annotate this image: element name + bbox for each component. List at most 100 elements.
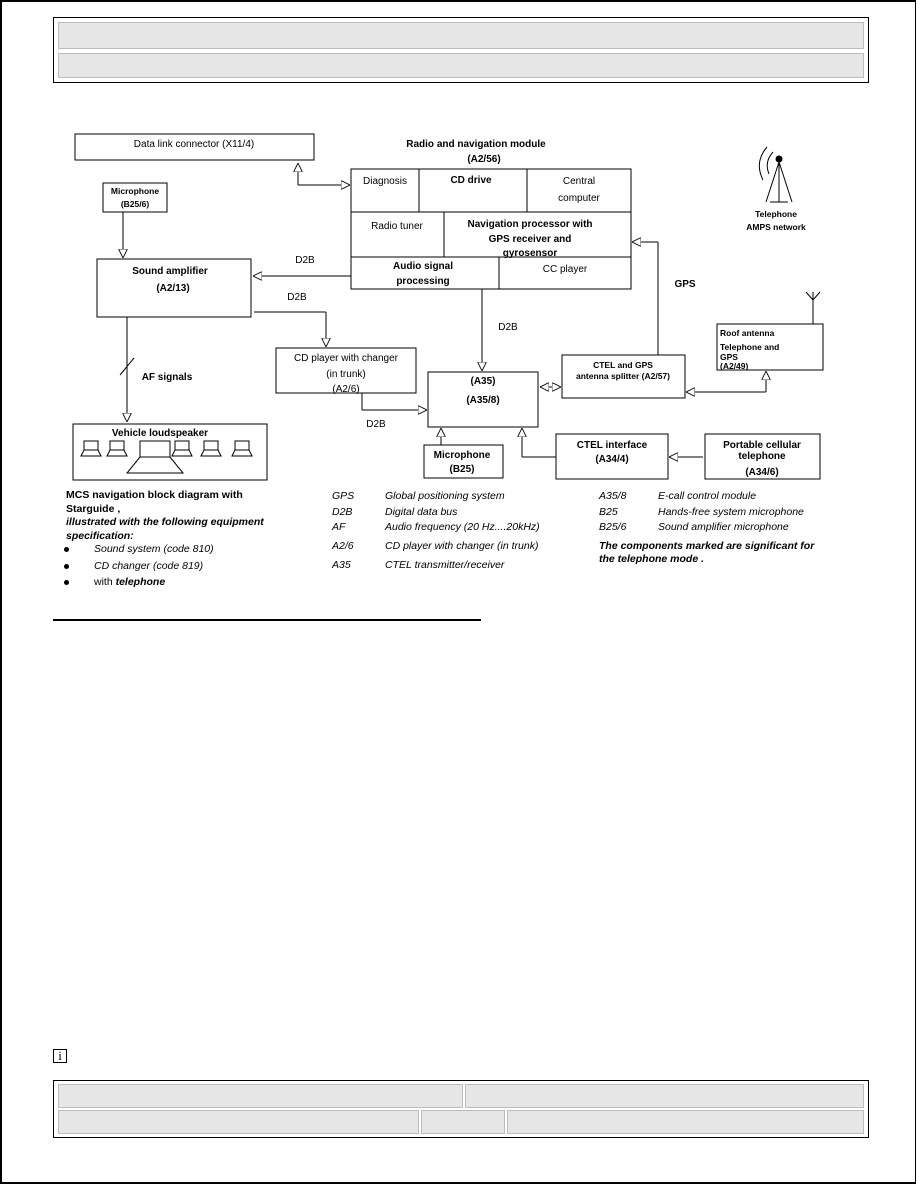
af-signals-label: AF signals bbox=[142, 372, 193, 383]
header-frame bbox=[53, 17, 869, 83]
legend-abbr: B25 bbox=[599, 506, 618, 518]
legend-desc: Hands-free system microphone bbox=[658, 506, 804, 518]
data-link-connector-label: Data link connector (X11/4) bbox=[134, 139, 254, 150]
mic-b25-box bbox=[423, 444, 504, 479]
radio-module-title: Radio and navigation module bbox=[406, 139, 546, 150]
legend-abbr: D2B bbox=[332, 506, 353, 518]
info-icon[interactable]: i bbox=[53, 1049, 67, 1063]
central-computer-label-1: Central bbox=[563, 176, 595, 187]
speaker-icon bbox=[125, 440, 185, 474]
portable-telephone-label-3: (A34/6) bbox=[745, 467, 778, 478]
mic-b25-label-1: Microphone bbox=[434, 450, 491, 461]
splitter-label-1: CTEL and GPS bbox=[593, 360, 653, 370]
splitter-label-2: antenna splitter (A2/57) bbox=[576, 371, 670, 381]
sound-amplifier-box bbox=[96, 258, 252, 318]
diagnosis-label: Diagnosis bbox=[363, 176, 407, 187]
ctel-interface-label-2: (A34/4) bbox=[595, 454, 628, 465]
cd-player-box bbox=[275, 347, 417, 394]
legend-abbr: A2/6 bbox=[332, 540, 354, 552]
nav-processor-label-3: gyrosensor bbox=[503, 248, 558, 259]
speaker-icon bbox=[231, 440, 253, 457]
cd-drive-box bbox=[418, 168, 528, 213]
block-diagram: Data link connector (X11/4) Radio and na… bbox=[72, 133, 824, 481]
cd-player-label-2: (in trunk) bbox=[326, 369, 365, 380]
cc-player-label: CC player bbox=[543, 264, 588, 275]
legend-desc: Global positioning system bbox=[385, 490, 505, 502]
caption-line: specification: bbox=[66, 529, 134, 542]
d2b-label: D2B bbox=[287, 292, 307, 303]
audio-processing-label-2: processing bbox=[396, 276, 449, 287]
d2b-label: D2B bbox=[366, 419, 386, 430]
legend-note: the telephone mode . bbox=[599, 553, 705, 565]
mic-b256-label-2: (B25/6) bbox=[121, 199, 150, 209]
legend-desc: Digital data bus bbox=[385, 506, 458, 518]
section-divider bbox=[53, 619, 481, 621]
loudspeaker-icons bbox=[80, 440, 253, 474]
ctel-interface-label-1: CTEL interface bbox=[577, 440, 648, 451]
loudspeaker-box bbox=[72, 423, 268, 481]
roof-antenna-box bbox=[716, 323, 824, 371]
bullet-item: with telephone bbox=[94, 576, 165, 589]
sound-amplifier-label-1: Sound amplifier bbox=[132, 266, 208, 277]
splitter-box bbox=[561, 354, 686, 399]
legend-abbr: A35/8 bbox=[599, 490, 627, 502]
roof-antenna-label-3: GPS bbox=[720, 352, 738, 362]
bullet-icon bbox=[64, 564, 69, 569]
telephone-network-label-2: AMPS network bbox=[746, 222, 806, 232]
telephone-network-label-1: Telephone bbox=[755, 209, 797, 219]
header-title-bar bbox=[58, 22, 864, 49]
speaker-icon bbox=[80, 440, 102, 457]
bullet-icon bbox=[64, 547, 69, 552]
roof-antenna-label-2: Telephone and bbox=[720, 342, 779, 352]
footer-cell bbox=[465, 1084, 864, 1108]
roof-antenna-label-1: Roof antenna bbox=[720, 328, 775, 338]
data-link-connector-box bbox=[74, 133, 315, 161]
legend-abbr: B25/6 bbox=[599, 521, 627, 533]
footer-frame bbox=[53, 1080, 869, 1138]
d2b-label: D2B bbox=[498, 322, 518, 333]
gps-label: GPS bbox=[674, 279, 695, 290]
legend-abbr: AF bbox=[332, 521, 346, 533]
legend-abbr: GPS bbox=[332, 490, 355, 502]
footer-cell bbox=[507, 1110, 864, 1134]
mic-b256-label-1: Microphone bbox=[111, 186, 159, 196]
audio-processing-label-1: Audio signal bbox=[393, 261, 453, 272]
cd-player-label-3: (A2/6) bbox=[332, 384, 359, 395]
bullet-item: Sound system (code 810) bbox=[94, 543, 214, 555]
a35-label-1: (A35) bbox=[470, 376, 495, 387]
footer-cell bbox=[58, 1084, 463, 1108]
radio-module-code: (A2/56) bbox=[467, 154, 500, 165]
portable-telephone-label-1: Portable cellular bbox=[723, 440, 801, 451]
portable-telephone-label-2: telephone bbox=[738, 451, 786, 462]
d2b-label: D2B bbox=[295, 255, 315, 266]
nav-processor-label-2: GPS receiver and bbox=[489, 234, 572, 245]
audio-processing-box bbox=[350, 256, 500, 290]
legend-desc: CTEL transmitter/receiver bbox=[385, 559, 505, 571]
legend-abbr: A35 bbox=[332, 559, 351, 571]
bullet-icon bbox=[64, 580, 69, 585]
bullet-text: with bbox=[94, 576, 116, 588]
caption-line: Starguide , bbox=[66, 502, 121, 515]
nav-processor-label-1: Navigation processor with bbox=[467, 219, 592, 230]
speaker-icon bbox=[200, 440, 222, 457]
sound-amplifier-label-2: (A2/13) bbox=[156, 283, 189, 294]
a35-box bbox=[427, 371, 539, 428]
legend-desc: CD player with changer (in trunk) bbox=[385, 540, 539, 552]
footer-cell bbox=[421, 1110, 505, 1134]
portable-telephone-box bbox=[704, 433, 821, 480]
bullet-item: CD changer (code 819) bbox=[94, 560, 204, 572]
cd-drive-label: CD drive bbox=[450, 175, 492, 186]
speaker-icon bbox=[106, 440, 128, 457]
a35-label-2: (A35/8) bbox=[466, 395, 499, 406]
speaker-icon bbox=[171, 440, 193, 457]
bullet-emphasis: telephone bbox=[115, 576, 166, 588]
caption-line: MCS navigation block diagram with bbox=[66, 489, 243, 501]
legend-desc: E-call control module bbox=[658, 490, 757, 502]
legend-desc: Sound amplifier microphone bbox=[658, 521, 789, 533]
mic-b25-label-2: (B25) bbox=[449, 464, 474, 475]
footer-cell bbox=[58, 1110, 419, 1134]
radio-tuner-label: Radio tuner bbox=[371, 221, 423, 232]
mic-b256-box bbox=[102, 182, 168, 213]
figure-caption: MCS navigation block diagram with Stargu… bbox=[66, 489, 296, 543]
